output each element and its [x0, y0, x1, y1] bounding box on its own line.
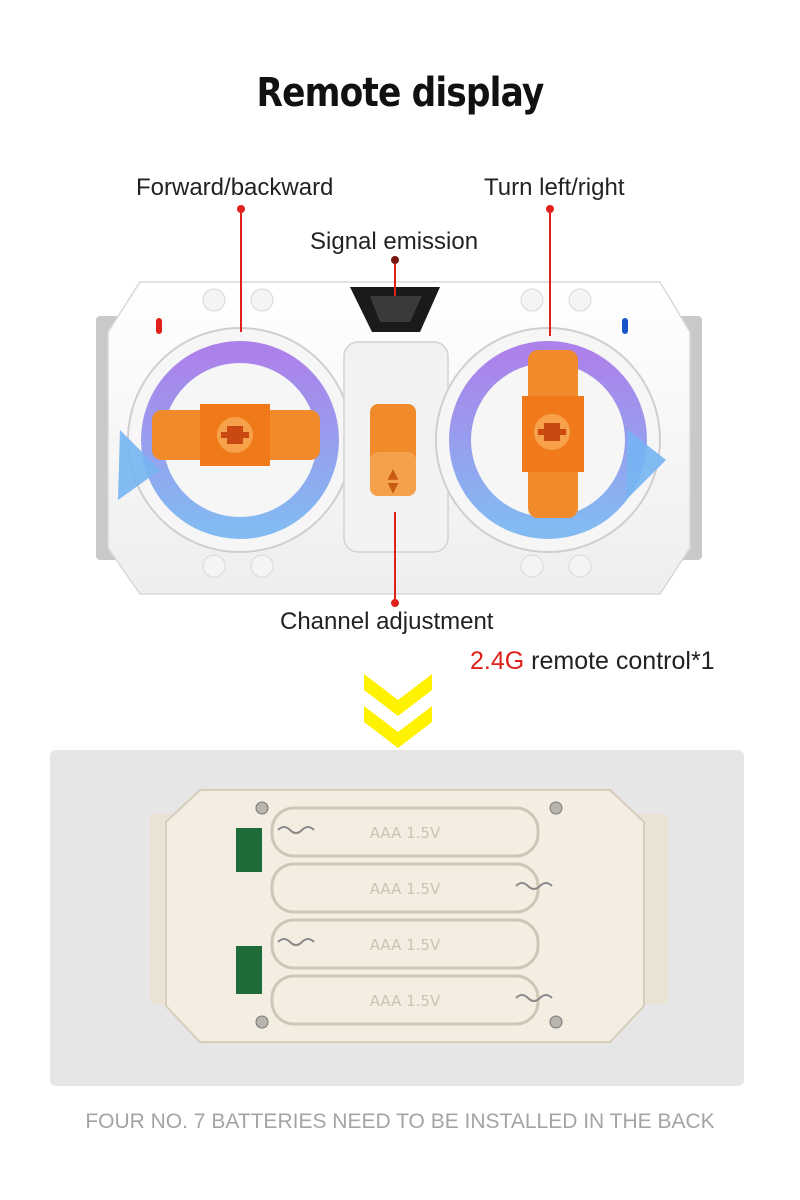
battery-marking: AAA 1.5V — [370, 992, 441, 1010]
callout-lines — [240, 210, 551, 602]
forward-backward-label: Forward/backward — [136, 174, 334, 201]
turn-left-right-label: Turn left/right — [484, 174, 625, 201]
svg-text:▲: ▲ — [388, 466, 399, 482]
product-subtitle: 2.4G remote control*1 — [470, 647, 715, 676]
signal-emission-label: Signal emission — [310, 228, 479, 255]
left-dial — [118, 327, 353, 553]
right-dial — [435, 327, 666, 553]
battery-photo-panel: AAA 1.5V AAA 1.5V AAA 1.5V AAA 1.5V — [50, 750, 744, 1086]
callout-dots — [237, 205, 554, 607]
chevron-down-icon — [364, 674, 432, 748]
page-title: Remote display — [256, 70, 545, 116]
battery-compartment: AAA 1.5V AAA 1.5V AAA 1.5V AAA 1.5V — [150, 789, 668, 1043]
battery-instruction: FOUR NO. 7 BATTERIES NEED TO BE INSTALLE… — [85, 1110, 715, 1133]
battery-marking: AAA 1.5V — [370, 936, 441, 954]
battery-marking: AAA 1.5V — [370, 880, 441, 898]
blue-indicator — [622, 318, 628, 334]
channel-adjustment-label: Channel adjustment — [280, 608, 494, 635]
frequency-highlight: 2.4G — [470, 647, 525, 675]
subtitle-rest: remote control*1 — [524, 647, 715, 675]
svg-text:▼: ▼ — [388, 480, 399, 496]
battery-marking: AAA 1.5V — [370, 824, 441, 842]
red-indicator — [156, 318, 162, 334]
studs — [202, 288, 592, 578]
